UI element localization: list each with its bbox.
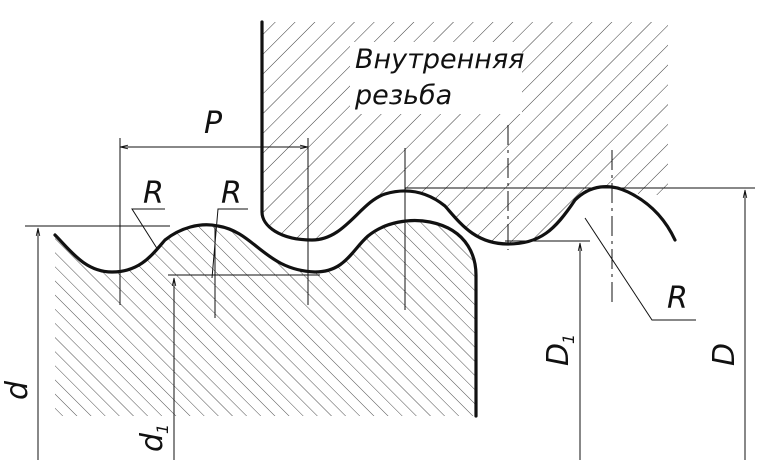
title-background	[350, 42, 522, 114]
title-line-1: Внутренняя	[355, 44, 524, 75]
radius-label-left: R	[143, 176, 164, 211]
external-thread-hatch	[55, 220, 476, 416]
pitch-label: P	[204, 106, 223, 141]
radius-label-middle: R	[221, 176, 242, 211]
radius-label-right: R	[667, 281, 688, 316]
diameter-D1-label: D 1	[541, 334, 578, 366]
external-thread-contour	[53, 218, 478, 418]
diameter-d1-label: d 1	[135, 424, 172, 452]
svg-text:D: D	[541, 343, 576, 366]
svg-text:d: d	[135, 432, 170, 452]
title-line-2: резьба	[354, 80, 452, 111]
svg-text:1: 1	[153, 424, 172, 434]
diameter-d-label: d	[0, 380, 35, 400]
radius-leaders	[131, 208, 696, 321]
construction-lines	[25, 125, 755, 318]
svg-text:1: 1	[559, 334, 578, 344]
diameter-D-label: D	[707, 343, 742, 366]
